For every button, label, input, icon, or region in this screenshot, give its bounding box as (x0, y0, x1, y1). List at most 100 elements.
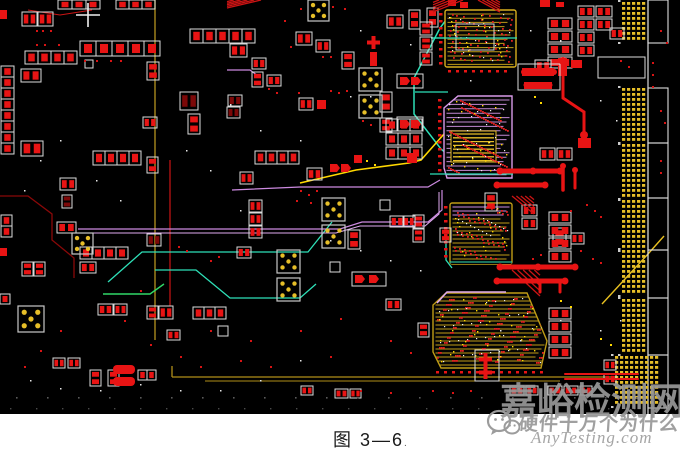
component-footprint (385, 298, 402, 311)
component-footprint (548, 307, 572, 320)
component-footprint (577, 5, 595, 18)
component-footprint (79, 261, 97, 274)
qfn-footprint (71, 232, 94, 255)
component-footprint (577, 44, 595, 57)
component-footprint (251, 71, 264, 88)
component-footprint (306, 167, 323, 181)
qfn-footprint (358, 94, 383, 119)
via-dots (10, 6, 668, 410)
wechat-bubbles-icon (486, 409, 520, 435)
qfn-footprint (321, 224, 346, 249)
component-footprint (408, 9, 421, 30)
component-footprint (539, 147, 556, 161)
qfn-footprint (17, 305, 45, 333)
component-footprint (579, 385, 593, 396)
component-footprint (315, 39, 331, 53)
origin-crosshair-icon (76, 3, 100, 27)
pcb-canvas (0, 0, 669, 414)
component-footprint (386, 14, 404, 29)
component-footprint (419, 21, 433, 36)
qfn-footprints (17, 0, 383, 333)
qfn-footprint (321, 197, 346, 222)
component-footprint (419, 51, 433, 66)
component-footprint (347, 229, 361, 250)
component-footprint (59, 177, 77, 191)
component-footprint (239, 171, 254, 185)
component-footprint (300, 385, 314, 396)
component-footprint (166, 329, 181, 341)
qfn-footprint (276, 277, 301, 302)
component-footprint (349, 388, 362, 399)
component-footprint (563, 385, 579, 396)
component-footprint (548, 237, 572, 250)
bga-2 (430, 95, 513, 179)
connector-rows (0, 0, 423, 381)
component-footprint (37, 11, 54, 27)
component-footprint (142, 116, 158, 129)
component-footprint (419, 36, 433, 51)
component-footprint (548, 211, 572, 224)
component-footprint (236, 246, 252, 259)
component-footprint (146, 156, 159, 174)
watermark-site-name: 嘉峪检测网 (500, 381, 680, 422)
watermark-domain: AnyTesting.com (531, 428, 653, 447)
qfn-footprint (276, 249, 301, 274)
component-footprint (547, 43, 573, 56)
figure-caption-mark: . (404, 438, 407, 449)
component-footprint (146, 305, 159, 320)
component-footprint (33, 261, 46, 277)
component-footprint (20, 140, 44, 157)
component-footprint (609, 27, 625, 40)
component-footprint (334, 388, 349, 399)
component-footprint (525, 385, 539, 396)
component-footprint (389, 215, 405, 228)
component-footprint (547, 30, 573, 43)
component-footprint (113, 303, 128, 316)
component-footprint (61, 194, 73, 209)
component-footprint (412, 228, 425, 243)
figure-caption: 图 3—6. (333, 426, 407, 452)
component-footprint (341, 51, 355, 70)
component-footprint (298, 97, 314, 111)
bga-chips (430, 9, 548, 374)
component-footprint (548, 346, 572, 359)
component-footprint (146, 61, 160, 81)
component-footprint (227, 94, 243, 107)
component-footprint (548, 224, 572, 237)
component-footprint (556, 147, 573, 161)
component-footprint (603, 359, 617, 371)
component-footprint (251, 57, 267, 70)
component-footprint (595, 18, 613, 31)
component-footprint (402, 215, 416, 228)
component-footprint (417, 322, 430, 338)
component-footprint (248, 212, 263, 226)
component-footprint (146, 233, 162, 247)
bga-4 (432, 291, 548, 374)
qfn-footprint (307, 0, 330, 22)
component-footprint (521, 204, 538, 217)
component-footprint (187, 113, 201, 135)
component-footprint (509, 385, 525, 396)
component-footprint (548, 333, 572, 346)
component-footprint (21, 11, 38, 27)
pcb-figure (0, 0, 680, 414)
red-copper (0, 0, 646, 386)
component-footprint (20, 68, 42, 83)
component-footprint (484, 192, 498, 212)
component-footprint (89, 369, 102, 387)
component-footprint (52, 357, 66, 369)
component-footprint (547, 385, 563, 396)
component-footprint (547, 17, 573, 30)
edge-connector (611, 0, 669, 414)
component-footprint (179, 91, 199, 111)
component-footprint (56, 221, 77, 234)
component-footprint (548, 250, 572, 263)
component-footprint (97, 303, 114, 316)
component-footprint (439, 227, 452, 243)
qfn-footprint (358, 67, 383, 92)
component-footprint (21, 261, 34, 277)
component-footprint (521, 217, 538, 230)
bga-1 (431, 9, 517, 73)
component-footprint (248, 199, 263, 213)
